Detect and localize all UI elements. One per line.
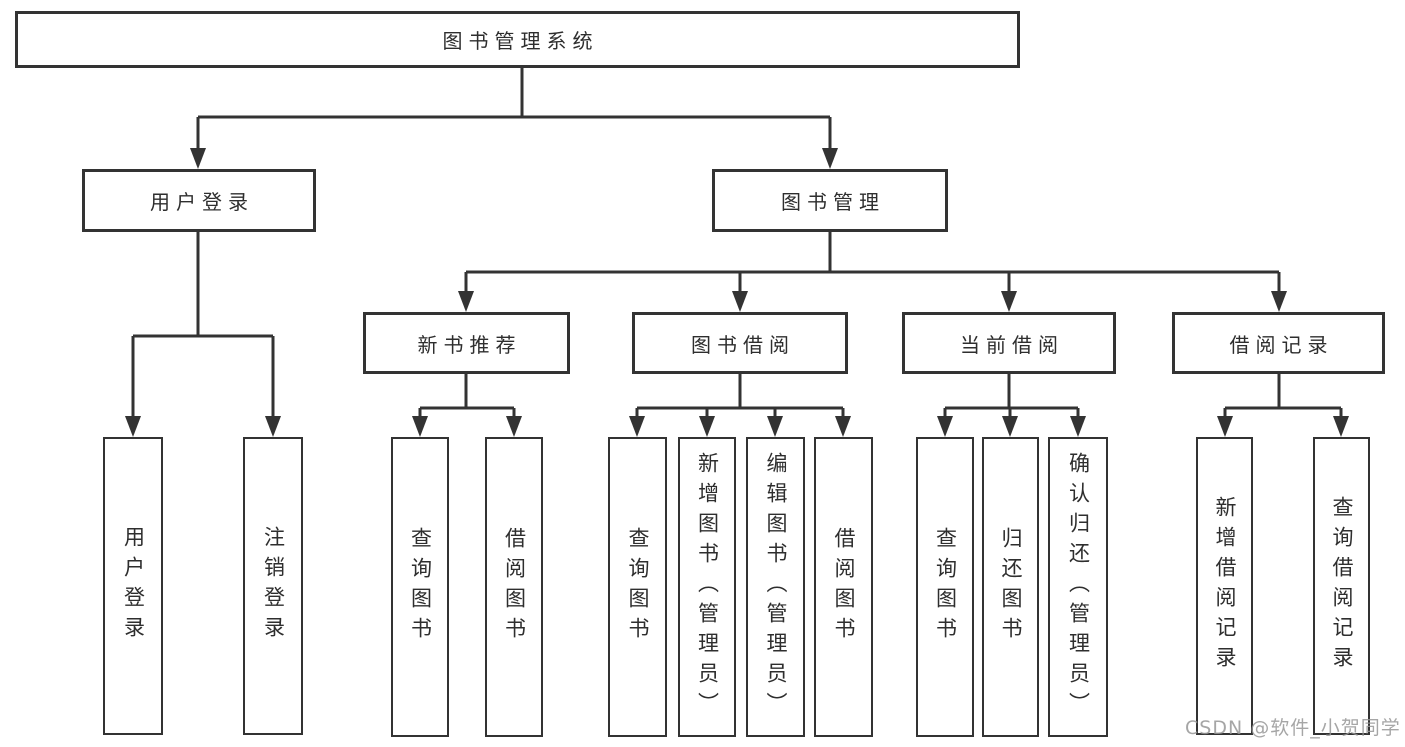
leaf-borrow-books-2: 借阅图书 [814, 437, 873, 737]
arrowhead [1002, 416, 1018, 437]
connector-book-borrow [635, 374, 845, 420]
node-book-mgmt: 图书管理 [712, 169, 948, 232]
arrowheads [125, 148, 1349, 437]
leaf-label: 新增借阅记录 [1213, 496, 1237, 676]
arrowhead [699, 416, 715, 437]
arrowhead [1271, 291, 1287, 312]
leaf-label: 确认归还（管理员） [1066, 452, 1091, 722]
arrowhead [629, 416, 645, 437]
node-borrow-records: 借阅记录 [1172, 312, 1385, 374]
leaf-query-borrow-record: 查询借阅记录 [1313, 437, 1370, 735]
leaf-query-books-2: 查询图书 [608, 437, 667, 737]
leaf-label: 查询图书 [626, 527, 650, 647]
connector-new-book [418, 373, 516, 420]
arrowhead [732, 291, 748, 312]
leaf-label: 新增图书（管理员） [695, 452, 720, 722]
leaf-edit-books-admin: 编辑图书（管理员） [746, 437, 805, 737]
csdn-watermark: CSDN @软件_小贺同学 [1185, 717, 1401, 739]
arrowhead [506, 416, 522, 437]
connector-current-borrow [943, 373, 1080, 420]
leaf-label: 用户登录 [121, 526, 146, 646]
connector-user-login [131, 231, 275, 420]
node-root: 图书管理系统 [15, 11, 1020, 68]
arrowhead [265, 416, 281, 437]
arrowhead [835, 416, 851, 437]
connector-borrow-records [1223, 373, 1343, 420]
connector-book-mgmt [464, 231, 1281, 295]
arrowhead [458, 291, 474, 312]
leaf-return-books: 归还图书 [982, 437, 1039, 737]
node-new-book-rec: 新书推荐 [363, 312, 570, 374]
leaf-label: 查询图书 [408, 527, 433, 647]
arrowhead [190, 148, 206, 169]
connector-root-to-level2 [196, 68, 832, 152]
leaf-label: 查询图书 [933, 527, 958, 647]
leaf-label: 归还图书 [999, 527, 1023, 647]
arrowhead [1333, 416, 1349, 437]
leaf-label: 借阅图书 [832, 527, 856, 647]
arrowhead [822, 148, 838, 169]
leaf-add-books-admin: 新增图书（管理员） [678, 437, 736, 737]
leaf-query-books-1: 查询图书 [391, 437, 449, 737]
leaf-confirm-return-admin: 确认归还（管理员） [1048, 437, 1108, 737]
node-book-borrow: 图书借阅 [632, 312, 848, 374]
arrowhead [125, 416, 141, 437]
leaf-label: 查询借阅记录 [1330, 496, 1354, 676]
arrowhead [767, 416, 783, 437]
leaf-query-books-3: 查询图书 [916, 437, 974, 737]
leaf-logout: 注销登录 [243, 437, 303, 735]
leaf-label: 注销登录 [261, 526, 286, 646]
leaf-label: 借阅图书 [502, 527, 527, 647]
arrowhead [1001, 291, 1017, 312]
node-current-borrow: 当前借阅 [902, 312, 1116, 374]
leaf-user-login: 用户登录 [103, 437, 163, 735]
leaf-add-borrow-record: 新增借阅记录 [1196, 437, 1253, 735]
arrowhead [1070, 416, 1086, 437]
node-user-login: 用户登录 [82, 169, 316, 232]
leaf-borrow-books-1: 借阅图书 [485, 437, 543, 737]
arrowhead [412, 416, 428, 437]
leaf-label: 编辑图书（管理员） [764, 452, 788, 722]
arrowhead [937, 416, 953, 437]
arrowhead [1217, 416, 1233, 437]
